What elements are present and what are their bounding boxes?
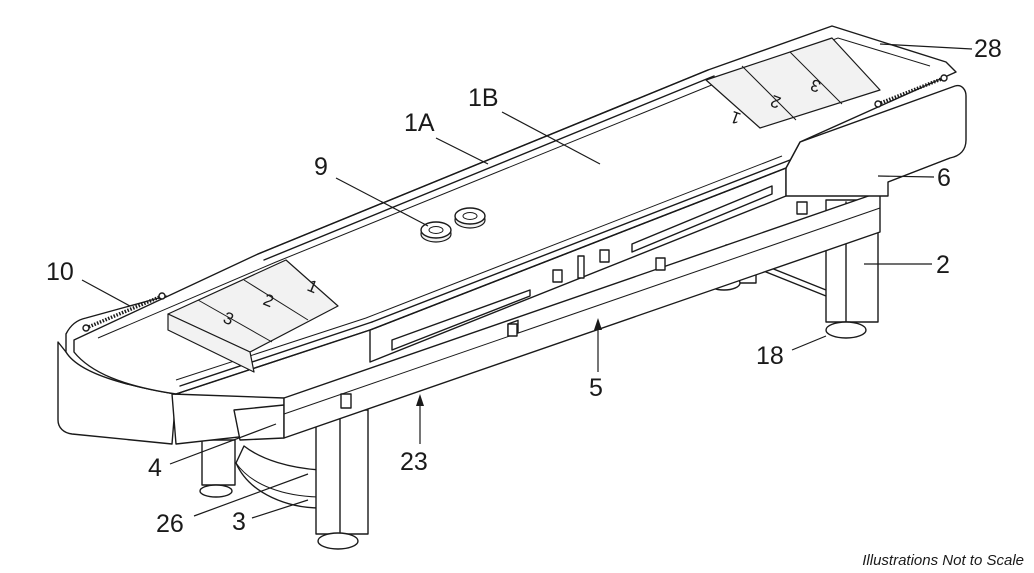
- scoring-zone-near: 1 2 3: [167, 259, 339, 373]
- leg-front-left: [315, 409, 369, 550]
- callout-1b: 1B: [468, 84, 499, 112]
- callout-6: 6: [937, 164, 951, 192]
- callout-1a: 1A: [404, 109, 435, 137]
- puck-1: [420, 221, 452, 243]
- puck-2: [454, 207, 486, 229]
- side-panel-slots: [391, 185, 773, 351]
- leader-lines: [81, 43, 973, 519]
- climate-adjuster-left: [82, 292, 166, 332]
- callout-28: 28: [974, 35, 1002, 63]
- callout-3: 3: [232, 508, 246, 536]
- callout-18: 18: [756, 342, 784, 370]
- callout-23: 23: [400, 448, 428, 476]
- callout-26: 26: [156, 510, 184, 538]
- leg-back-left: [199, 439, 236, 498]
- callout-labels: 28 1B 1A 9 6 10 2 18 5 23 4 26 3: [46, 35, 1002, 538]
- callout-2: 2: [936, 251, 950, 279]
- base-platform-left: [235, 445, 321, 509]
- climate-adjuster-right: [874, 74, 948, 108]
- callout-5: 5: [589, 374, 603, 402]
- scale-disclaimer: Illustrations Not to Scale: [862, 552, 1024, 569]
- callout-4: 4: [148, 454, 162, 482]
- scoring-zone-far: 1 2 3: [705, 37, 881, 129]
- callout-9: 9: [314, 153, 328, 181]
- callout-10: 10: [46, 258, 74, 286]
- bolt-covers: [340, 201, 808, 409]
